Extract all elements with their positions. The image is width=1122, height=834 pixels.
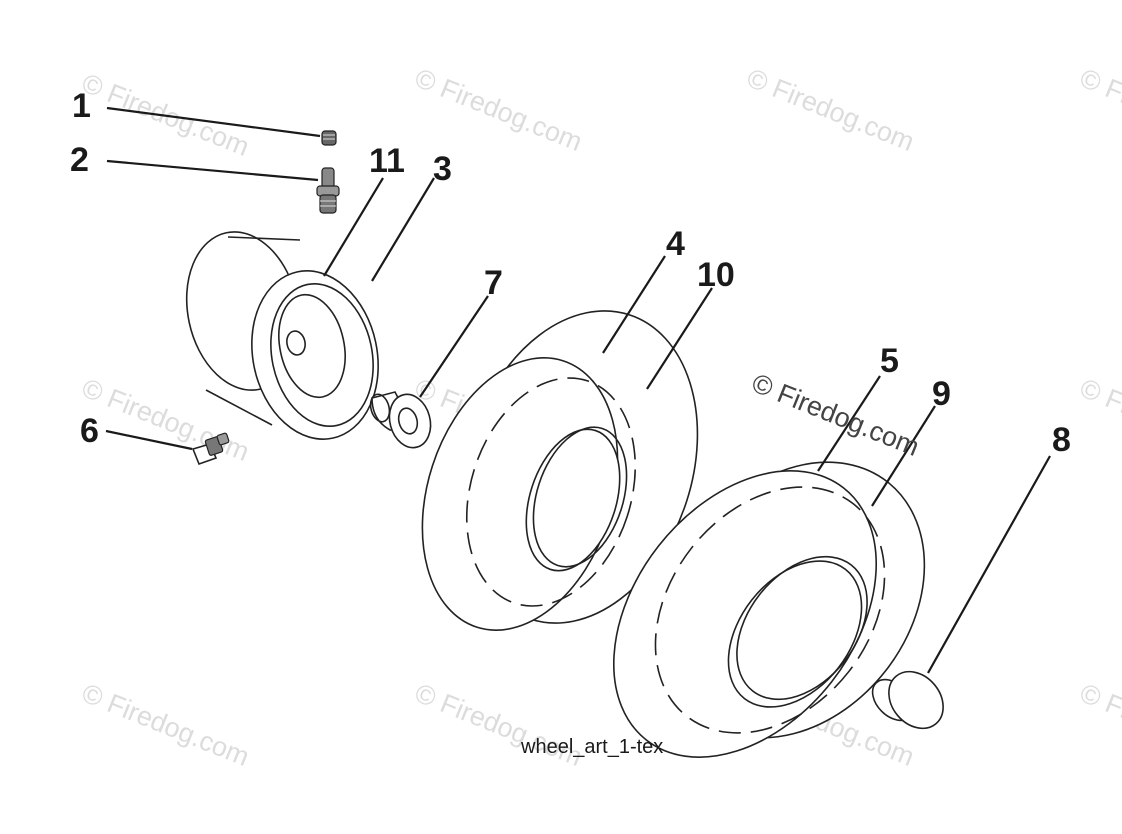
callout-11: 11	[369, 142, 405, 180]
callout-2: 2	[70, 141, 89, 179]
wheel-rim-part	[185, 231, 379, 440]
leader-line	[105, 429, 193, 451]
callout-9: 9	[932, 375, 951, 413]
callout-labels: 1 2 11 3 7 4 10 6 5 9 8	[70, 87, 1071, 459]
leader-line	[323, 177, 384, 277]
leader-line	[871, 405, 936, 507]
leader-line	[602, 255, 666, 354]
valve-cap-part	[321, 130, 337, 146]
watermark: © Firedog.com	[78, 678, 254, 772]
leader-line	[106, 106, 321, 138]
hub-cap-part	[871, 670, 944, 730]
grease-fitting-part	[191, 432, 230, 466]
valve-stem-part	[316, 167, 340, 214]
callout-5: 5	[880, 342, 899, 380]
leader-line	[106, 159, 319, 182]
watermark-prominent: © Firedog.com	[748, 368, 924, 462]
callout-10: 10	[697, 256, 735, 294]
callout-3: 3	[433, 150, 452, 188]
figure-caption: wheel_art_1-tex	[520, 736, 663, 758]
callout-8: 8	[1052, 421, 1071, 459]
bushing-part	[369, 391, 432, 449]
watermark: © Firedog.com	[1076, 63, 1122, 157]
watermark: © Firedog.com	[1076, 373, 1122, 467]
front-tire-part	[421, 310, 699, 631]
watermark: © Firedog.com	[411, 63, 587, 157]
leader-line	[927, 455, 1051, 674]
rear-tire-part	[612, 461, 926, 758]
leader-line	[817, 375, 881, 472]
leader-lines	[105, 106, 1051, 674]
watermark: © Firedog.com	[743, 63, 919, 157]
callout-6: 6	[80, 412, 99, 450]
leader-line	[371, 177, 435, 282]
callout-7: 7	[484, 264, 503, 302]
callout-4: 4	[666, 225, 685, 263]
leader-line	[646, 287, 713, 390]
watermark: © Firedog.com	[78, 373, 254, 467]
callout-1: 1	[72, 87, 91, 125]
watermark: © Firedog.com	[1076, 678, 1122, 772]
leader-line	[419, 295, 489, 398]
